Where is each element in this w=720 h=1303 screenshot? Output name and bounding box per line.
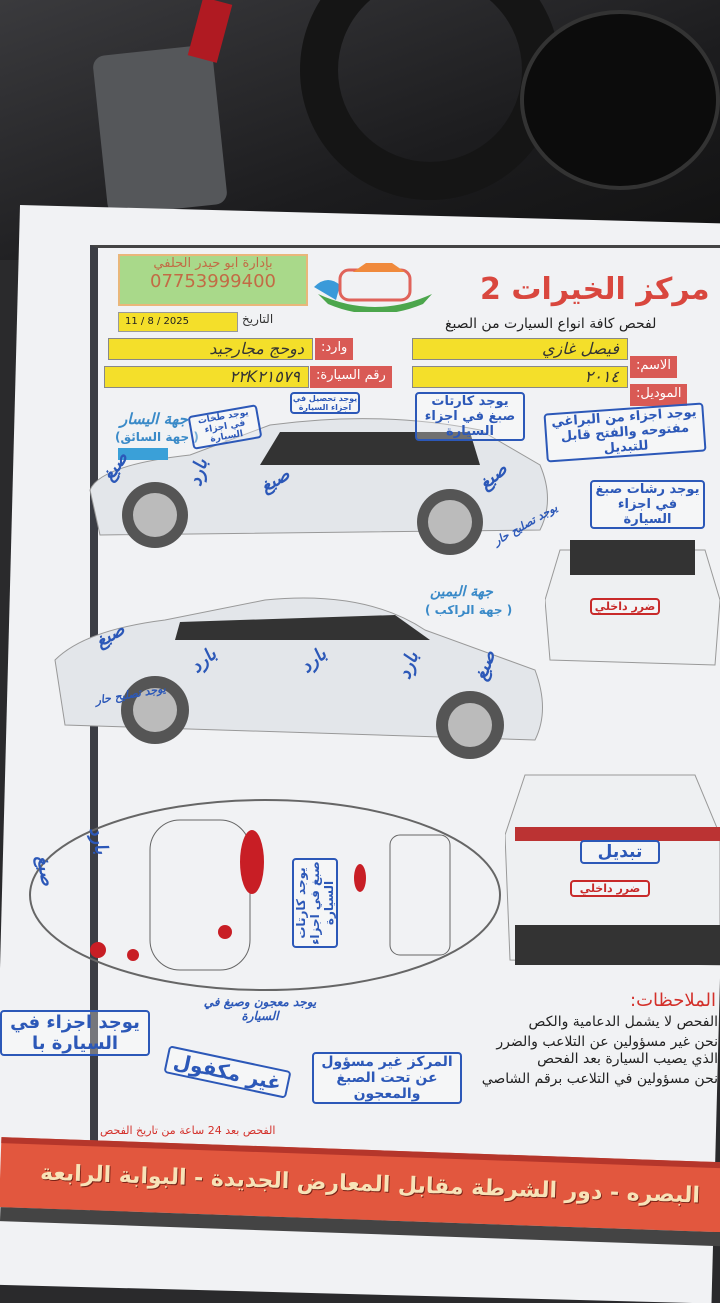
car-right-side-diagram <box>54 597 543 759</box>
stamp-parts: يوجد اجزاء في السيارة با <box>0 1010 150 1056</box>
speedometer-gauge <box>520 10 720 190</box>
plate-label: رقم السيارة: <box>310 366 392 388</box>
center-name: مركز الخيرات 2 <box>480 272 710 307</box>
incoming-field: دوحج مجارجيد <box>108 338 313 360</box>
stamp-internal-damage-rear: ضرر داخلي <box>570 880 650 897</box>
stamp-paint-cards-roof: يوجد كارتات صبغ في اجزاء السيارة <box>292 858 338 948</box>
arrow-right-icon <box>118 448 168 460</box>
red-note: الفحص بعد 24 ساعة من تاريخ الفحص <box>100 1124 276 1137</box>
note-line-3: نحن مسؤولين في التلاعب برقم الشاصي <box>481 1071 718 1087</box>
right-side-label: جهة اليمين <box>430 584 493 600</box>
note-line-2: نحن غير مسؤولين عن التلاعب والضرر الذي ي… <box>496 1034 718 1067</box>
model-field: ٢٠١٤ <box>412 366 628 388</box>
stamp-internal-damage-front: ضرر داخلي <box>590 598 660 615</box>
date-label: التاريخ <box>242 312 274 326</box>
car-front-diagram <box>545 540 720 666</box>
stamp-paint-spray: يوجد رشات صبغ في اجزاء السيارة <box>590 480 705 529</box>
incoming-label: وارد: <box>315 338 354 360</box>
name-field: فيصل غازي <box>412 338 628 360</box>
notes-list: الفحص لا يشمل الدعامية والكص نحن غير مسؤ… <box>470 1014 718 1088</box>
manager-box: بإدارة ابو حيدر الحلفي 07753999400 <box>118 254 308 306</box>
phone-number: 07753999400 <box>150 271 276 292</box>
model-label: الموديل: <box>630 384 688 406</box>
right-side-sublabel: ( جهة الراكب ) <box>425 603 513 617</box>
air-vent <box>91 44 229 216</box>
left-side-label: جهة اليسار <box>120 410 188 428</box>
car-rear-diagram <box>505 774 720 966</box>
date-value: 11 / 8 / 2025 <box>118 312 238 332</box>
center-subtitle: لفحص كافة انواع السيارت من الصبغ <box>445 316 657 332</box>
notes-heading: الملاحظات: <box>630 990 717 1011</box>
stamp-tahsil: يوجد تحصيل في اجزاء السيارة <box>290 392 360 414</box>
manager-name: بإدارة ابو حيدر الحلفي <box>153 256 273 271</box>
red-trim <box>187 0 233 63</box>
stamp-not-responsible: المركز غير مسؤول عن تحت الصبغ والمعجون <box>312 1052 462 1104</box>
car-gear-logo <box>314 263 432 312</box>
note-line-1: الفحص لا يشمل الدعامية والكص <box>528 1014 718 1030</box>
stamp-replacement: تبديل <box>580 840 660 864</box>
putty-paint-note: يوجد معجون وصبغ في السيارة <box>203 995 317 1023</box>
name-label: الاسم: <box>630 356 677 378</box>
left-side-sublabel: ( جهة السائق) <box>115 430 199 444</box>
plate-field: ٢٢K٢١٥٧٩ <box>104 366 309 388</box>
car-top-view-diagram <box>29 799 501 991</box>
stamp-paint-cards: يوجد كارتات صبغ في اجزاء السيارة <box>415 392 525 441</box>
sheet-frame <box>90 245 720 1215</box>
